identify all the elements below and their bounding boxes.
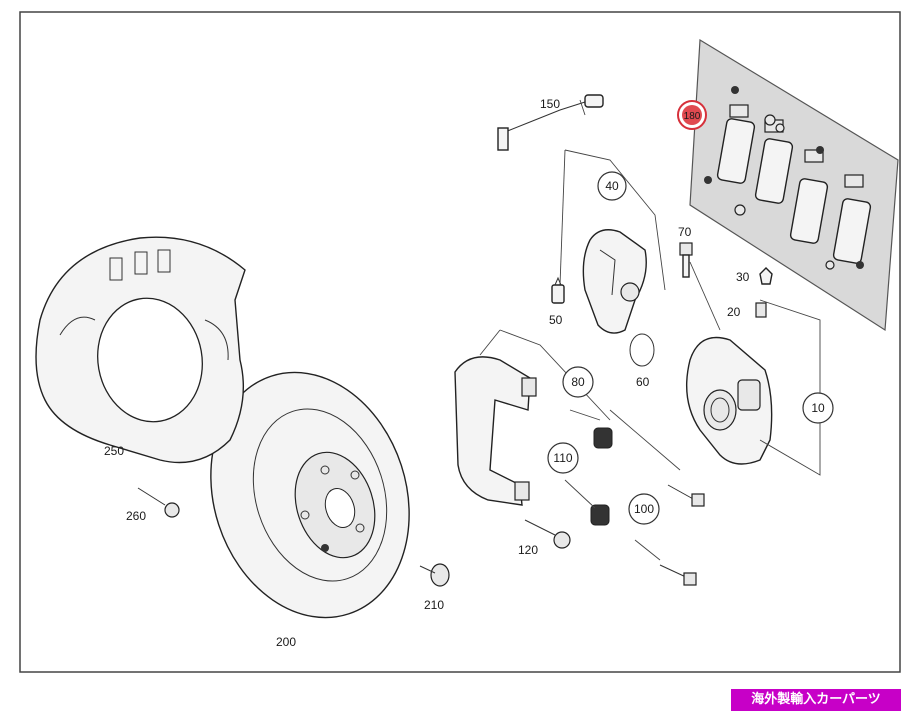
guide-pin-20 [755, 302, 767, 318]
label-50: 50 [549, 313, 563, 327]
label-80: 80 [571, 375, 585, 389]
dust-shield [35, 236, 246, 464]
label-210: 210 [424, 598, 444, 612]
caliper-carrier [454, 356, 537, 506]
label-260: 260 [126, 509, 146, 523]
label-110: 110 [553, 451, 572, 465]
label-100: 100 [634, 502, 654, 516]
cap-30 [759, 267, 773, 285]
brake-pad-kit [689, 38, 899, 332]
seal-ring [629, 333, 655, 367]
callout-80: 80 [562, 366, 594, 398]
label-10: 10 [811, 401, 825, 415]
label-150: 150 [540, 97, 560, 111]
brake-disc [210, 371, 410, 619]
label-60: 60 [636, 375, 650, 389]
callout-110: 110 [547, 442, 579, 474]
screw-210 [419, 563, 450, 587]
wear-sensor [497, 94, 604, 151]
label-30: 30 [736, 270, 750, 284]
bolt-70 [679, 242, 721, 331]
watermark-badge: 海外製輸入カーパーツ [731, 689, 901, 711]
label-200: 200 [276, 635, 296, 649]
caliper-assembly [685, 336, 773, 465]
label-250: 250 [104, 444, 124, 458]
callout-40: 40 [597, 171, 627, 201]
label-20: 20 [727, 305, 741, 319]
bushings [590, 427, 613, 526]
label-120: 120 [518, 543, 538, 557]
label-70: 70 [678, 225, 692, 239]
label-180: 180 [684, 111, 701, 122]
bolts-100 [659, 484, 705, 586]
callout-180: 180 [677, 100, 707, 130]
bolt-260 [137, 487, 180, 518]
label-40: 40 [605, 179, 619, 193]
bleeder-screw [551, 276, 565, 304]
caliper-housing [582, 229, 647, 334]
callout-100: 100 [628, 493, 660, 525]
callout-10: 10 [802, 392, 834, 424]
bolt-120 [524, 519, 571, 549]
